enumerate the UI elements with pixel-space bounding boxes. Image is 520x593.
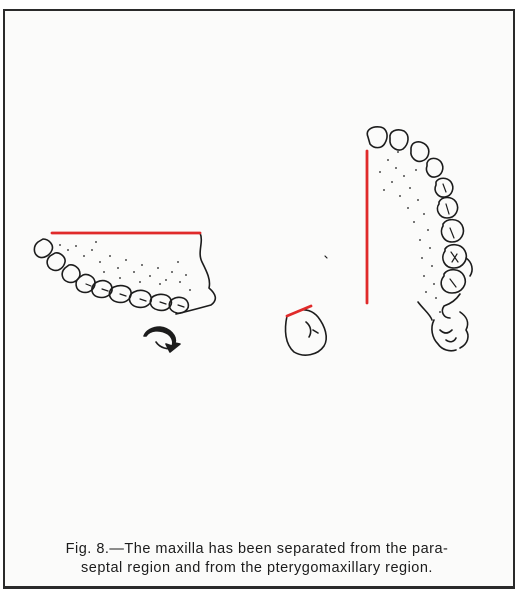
caption-line-2: septal region and from the pterygomaxill… <box>20 559 494 578</box>
pterygomaxillary-fragment <box>285 310 326 355</box>
rotation-arrow-icon <box>144 327 180 352</box>
stray-mark <box>325 256 327 258</box>
maxilla-segment-lateral <box>34 233 215 314</box>
figure-caption: Fig. 8.—The maxilla has been separated f… <box>20 540 494 578</box>
maxillary-arch-occlusal <box>367 127 472 351</box>
caption-line-1: Fig. 8.—The maxilla has been separated f… <box>20 540 494 559</box>
